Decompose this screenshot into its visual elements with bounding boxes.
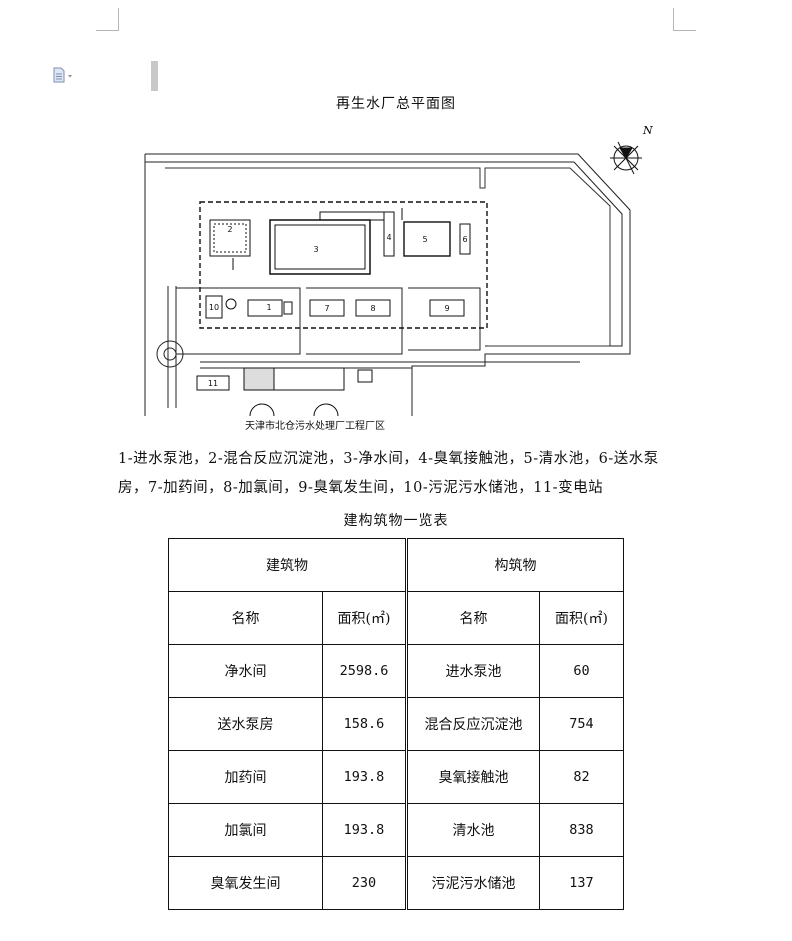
structure-area: 60 <box>539 644 624 698</box>
plan-caption: 天津市北仓污水处理厂工程厂区 <box>245 419 385 432</box>
structure-area: 137 <box>539 856 624 910</box>
buildings-table: 建筑物 构筑物 名称 面积(㎡) 名称 面积(㎡) 净水间 2598.6 进水泵… <box>168 538 624 910</box>
building-area: 158.6 <box>322 697 407 751</box>
building-area: 193.8 <box>322 750 407 804</box>
north-arrow-icon <box>610 141 642 175</box>
document-icon[interactable] <box>52 67 74 83</box>
table-row: 加药间 193.8 臭氧接触池 82 <box>168 750 624 804</box>
plan-label-3: 3 <box>313 245 318 254</box>
structure-area: 838 <box>539 803 624 857</box>
plan-label-6: 6 <box>462 235 467 244</box>
table-row: 臭氧发生间 230 污泥污水储池 137 <box>168 856 624 910</box>
building-name: 臭氧发生间 <box>168 856 323 910</box>
structure-name: 进水泵池 <box>405 644 540 698</box>
building-name: 净水间 <box>168 644 323 698</box>
table-column-header-row: 名称 面积(㎡) 名称 面积(㎡) <box>168 591 624 645</box>
page-corner-mark-left <box>96 8 119 31</box>
column-header: 面积(㎡) <box>322 591 407 645</box>
building-area: 193.8 <box>322 803 407 857</box>
structure-name: 污泥污水储池 <box>405 856 540 910</box>
group-header-structures: 构筑物 <box>405 538 624 592</box>
legend-paragraph: 1-进水泵池，2-混合反应沉淀池，3-净水间，4-臭氧接触池，5-清水池，6-送… <box>118 451 659 496</box>
north-label: N <box>642 124 653 137</box>
plan-label-11: 11 <box>208 379 218 388</box>
text-cursor-bar <box>151 61 158 91</box>
plan-label-9: 9 <box>444 304 449 313</box>
group-header-buildings: 建筑物 <box>168 538 407 592</box>
structure-area: 82 <box>539 750 624 804</box>
structure-area: 754 <box>539 697 624 751</box>
site-plan-drawing: 1 2 3 4 5 6 7 8 9 10 11 N 天津市北仓污水处理厂工程厂区 <box>144 124 653 432</box>
column-header: 名称 <box>405 591 540 645</box>
plan-label-5: 5 <box>422 235 427 244</box>
structure-name: 混合反应沉淀池 <box>405 697 540 751</box>
building-name: 送水泵房 <box>168 697 323 751</box>
structure-name: 臭氧接触池 <box>405 750 540 804</box>
building-area: 230 <box>322 856 407 910</box>
plan-label-10: 10 <box>209 303 219 312</box>
plan-label-1: 1 <box>266 303 271 312</box>
page-corner-mark-right <box>673 8 696 31</box>
table-title: 建构筑物一览表 <box>343 513 449 529</box>
plan-label-2: 2 <box>227 225 232 234</box>
building-name: 加氯间 <box>168 803 323 857</box>
table-row: 送水泵房 158.6 混合反应沉淀池 754 <box>168 697 624 751</box>
table-group-header-row: 建筑物 构筑物 <box>168 538 624 592</box>
table-row: 加氯间 193.8 清水池 838 <box>168 803 624 857</box>
column-header: 名称 <box>168 591 323 645</box>
plan-label-8: 8 <box>370 304 375 313</box>
plan-label-4: 4 <box>386 233 391 242</box>
plan-label-7: 7 <box>324 304 329 313</box>
building-name: 加药间 <box>168 750 323 804</box>
table-row: 净水间 2598.6 进水泵池 60 <box>168 644 624 698</box>
structure-name: 清水池 <box>405 803 540 857</box>
column-header: 面积(㎡) <box>539 591 624 645</box>
figure-title: 再生水厂总平面图 <box>336 96 456 112</box>
building-area: 2598.6 <box>322 644 407 698</box>
